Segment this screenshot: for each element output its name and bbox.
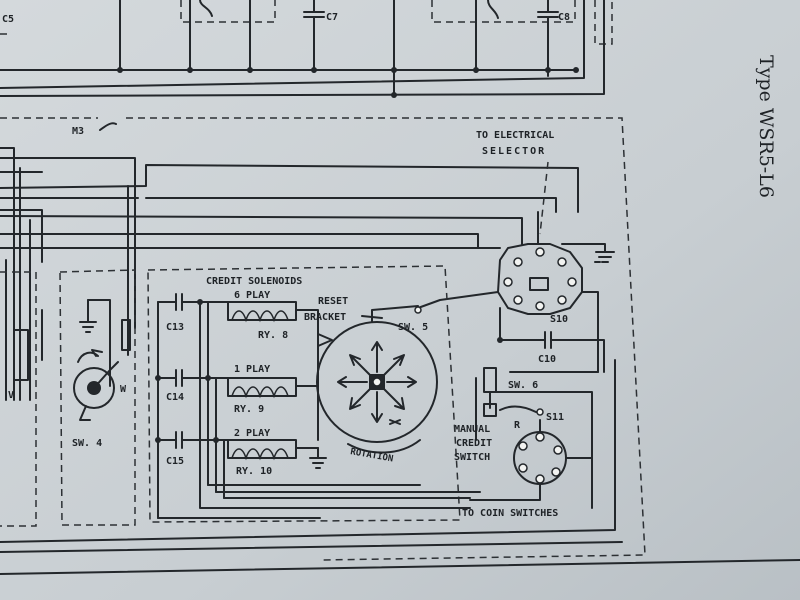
reset-line1: RESET xyxy=(318,296,348,307)
sw4-box xyxy=(59,269,136,526)
manual-line2: CREDIT xyxy=(456,438,492,449)
credit-solenoids-label: CREDIT SOLENOIDS xyxy=(206,276,302,287)
to-electrical-line2: SELECTOR xyxy=(482,146,546,157)
manual-line3: SWITCH xyxy=(454,452,490,463)
reset-line2: BRACKET xyxy=(304,312,346,323)
ry10-label: RY. 10 xyxy=(236,466,272,477)
six-play-label: 6 PLAY xyxy=(234,290,270,301)
c13-label: C13 xyxy=(166,322,184,333)
left-partial-box xyxy=(0,271,37,527)
s10-label: S10 xyxy=(550,314,568,325)
socket-s11: R S11 xyxy=(469,412,593,501)
reset-bracket-mark xyxy=(317,333,333,347)
to-electrical-line1: TO ELECTRICAL xyxy=(476,130,554,141)
ry8-label: RY. 8 xyxy=(258,330,288,341)
w-label: W xyxy=(120,384,127,395)
r-label: R xyxy=(514,420,521,431)
capacitor-c10: C10 xyxy=(497,307,605,373)
left-partial-wiring xyxy=(13,329,29,381)
switch-sw4: W xyxy=(73,299,131,421)
ground-symbol-selector xyxy=(595,251,615,263)
ry9-label: RY. 9 xyxy=(234,404,264,415)
credit-solenoids-box xyxy=(147,265,461,523)
m3-leader xyxy=(99,122,117,131)
c10-label: C10 xyxy=(538,354,556,365)
top-section: C5 C7 C8 xyxy=(0,0,613,98)
sw4-label: SW. 4 xyxy=(72,438,102,449)
switch-sw6: SW. 6 xyxy=(475,367,599,509)
bottom-bus-wire-2 xyxy=(0,541,623,553)
one-play-label: 1 PLAY xyxy=(234,364,270,375)
c5-label: C5 xyxy=(2,14,14,25)
bottom-bus-wire-3 xyxy=(0,559,800,575)
s11-label: S11 xyxy=(546,412,564,423)
two-play-label: 2 PLAY xyxy=(234,428,270,439)
sw5-label: SW. 5 xyxy=(398,322,428,333)
to-coin-switches-label: TO COIN SWITCHES xyxy=(462,508,558,519)
m3-label: M3 xyxy=(72,126,84,137)
socket-s10: S10 xyxy=(417,243,599,373)
sw6-label: SW. 6 xyxy=(508,380,538,391)
c7-label: C7 xyxy=(326,12,338,23)
bottom-bus-wire-1 xyxy=(0,359,616,543)
side-title: Type WSR5-L6 xyxy=(755,55,777,198)
v-label: V xyxy=(8,390,14,401)
credit-wiring xyxy=(155,293,481,519)
c14-label: C14 xyxy=(166,392,184,403)
bus-wires xyxy=(0,147,606,401)
c8-label: C8 xyxy=(558,12,570,23)
outer-dashed-box xyxy=(0,117,646,561)
c15-label: C15 xyxy=(166,456,184,467)
selector-leader xyxy=(539,161,549,235)
manual-line1: MANUAL xyxy=(454,424,490,435)
